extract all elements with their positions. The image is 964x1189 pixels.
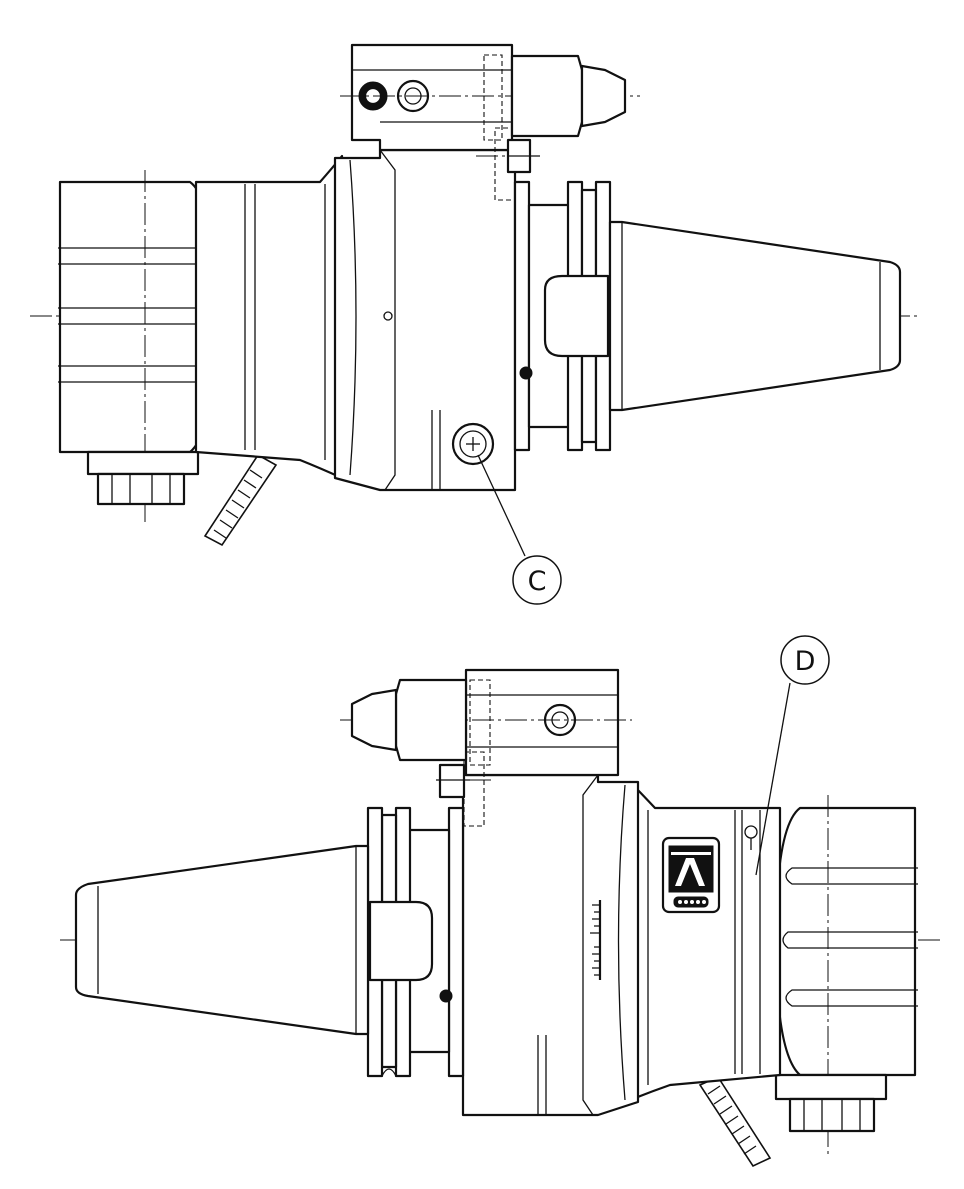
bottom-flange xyxy=(366,806,465,1078)
top-view: C xyxy=(30,43,918,605)
callout-c-label: C xyxy=(528,566,547,597)
bottom-taper-shank xyxy=(74,844,370,1036)
bottom-clamp-body xyxy=(461,773,640,1117)
callout-d-label: D xyxy=(795,646,816,677)
brand-logo xyxy=(661,836,721,914)
callout-c: C xyxy=(477,454,562,605)
top-spindle-nut xyxy=(86,450,200,506)
top-neck xyxy=(194,154,344,480)
callout-d: D xyxy=(755,635,830,876)
bottom-view: D xyxy=(60,635,940,1168)
top-coolant-hose xyxy=(203,453,278,547)
bottom-spindle-nut xyxy=(774,1073,888,1133)
bottom-neck xyxy=(628,780,782,1102)
top-key-pin xyxy=(506,138,540,174)
top-flange xyxy=(513,180,612,452)
bottom-probe-nose xyxy=(350,678,468,762)
bottom-key-pin xyxy=(436,763,470,799)
top-taper-shank xyxy=(608,220,902,412)
top-probe-nose xyxy=(510,54,627,138)
bottom-coolant-hose xyxy=(698,1075,772,1168)
top-clamp-body xyxy=(333,148,517,492)
